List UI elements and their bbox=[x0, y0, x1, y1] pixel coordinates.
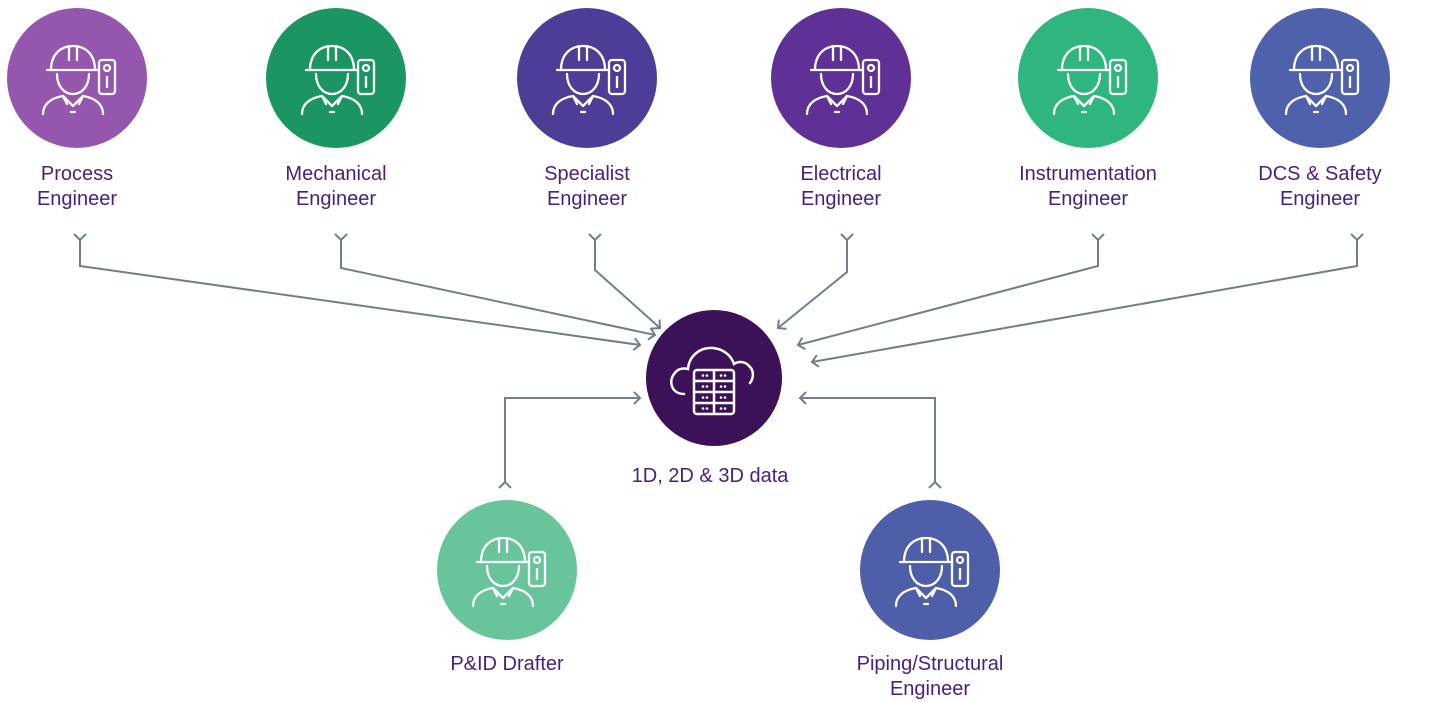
data-hub-label: 1D, 2D & 3D data bbox=[631, 465, 789, 487]
instrumentation-engineer-circle bbox=[1018, 8, 1158, 148]
engineer-icon bbox=[300, 44, 376, 116]
dcs-safety-engineer-circle bbox=[1250, 8, 1390, 148]
arrow-specialist bbox=[588, 233, 662, 330]
valve-pipe-icon bbox=[97, 58, 117, 96]
role-label: Process Engineer bbox=[0, 162, 187, 212]
role-label-line2: Engineer bbox=[1047, 188, 1129, 210]
role-label-line1: Mechanical bbox=[285, 163, 387, 185]
role-label-line1: Electrical bbox=[800, 163, 882, 185]
arrow-instrumentation bbox=[796, 233, 1105, 351]
plug-icon bbox=[861, 58, 881, 96]
engineer-icon bbox=[805, 44, 881, 116]
role-label-line2: Engineer bbox=[546, 188, 628, 210]
role-label-line1: Instrumentation bbox=[1019, 163, 1157, 185]
engineer-icon bbox=[41, 44, 117, 116]
role-label-line2: Engineer bbox=[295, 188, 377, 210]
role-label-line2: Engineer bbox=[36, 188, 118, 210]
piping-structural-engineer-circle bbox=[860, 500, 1000, 640]
arrow-process bbox=[73, 233, 642, 351]
mechanical-engineer-circle bbox=[266, 8, 406, 148]
pid-drafter-circle bbox=[437, 500, 577, 640]
caliper-icon bbox=[1108, 58, 1128, 96]
role-label-line2: Engineer bbox=[889, 678, 971, 700]
process-engineer-circle bbox=[7, 8, 147, 148]
role-label: Instrumentation Engineer bbox=[978, 162, 1198, 212]
role-label: P&ID Drafter bbox=[397, 652, 617, 677]
role-label: Piping/Structural Engineer bbox=[820, 652, 1040, 702]
wrench-screwdriver-icon bbox=[356, 58, 376, 96]
role-label-line1: Specialist bbox=[544, 163, 630, 185]
role-label-line2: Engineer bbox=[800, 188, 882, 210]
cloud-database-icon bbox=[670, 346, 755, 416]
compass-drawing-icon bbox=[527, 550, 547, 588]
data-hub-circle bbox=[646, 310, 782, 446]
role-label-line2: Engineer bbox=[1279, 188, 1361, 210]
electrical-engineer-circle bbox=[771, 8, 911, 148]
arrow-dcs bbox=[810, 233, 1364, 368]
arrow-pid bbox=[498, 391, 642, 489]
engineer-icon bbox=[471, 536, 547, 608]
laptop-gear-icon bbox=[1340, 58, 1360, 96]
role-label: DCS & Safety Engineer bbox=[1210, 162, 1430, 212]
engineer-icon bbox=[1052, 44, 1128, 116]
arrow-piping bbox=[798, 391, 942, 489]
arrow-electrical bbox=[776, 233, 854, 330]
engineer-icon bbox=[551, 44, 627, 116]
role-label-line1: Piping/Structural bbox=[856, 653, 1004, 675]
role-label: Specialist Engineer bbox=[477, 162, 697, 212]
role-label-line1: P&ID Drafter bbox=[450, 653, 564, 675]
engineer-icon bbox=[1284, 44, 1360, 116]
role-label-line1: Process bbox=[40, 163, 114, 185]
role-label-line1: DCS & Safety bbox=[1258, 163, 1382, 185]
engineer-icon bbox=[894, 536, 970, 608]
gear-icon bbox=[607, 58, 627, 96]
role-label: Mechanical Engineer bbox=[226, 162, 446, 212]
blueprint-icon bbox=[950, 550, 970, 588]
arrow-mechanical bbox=[334, 233, 657, 341]
role-label: Electrical Engineer bbox=[731, 162, 951, 212]
specialist-engineer-circle bbox=[517, 8, 657, 148]
